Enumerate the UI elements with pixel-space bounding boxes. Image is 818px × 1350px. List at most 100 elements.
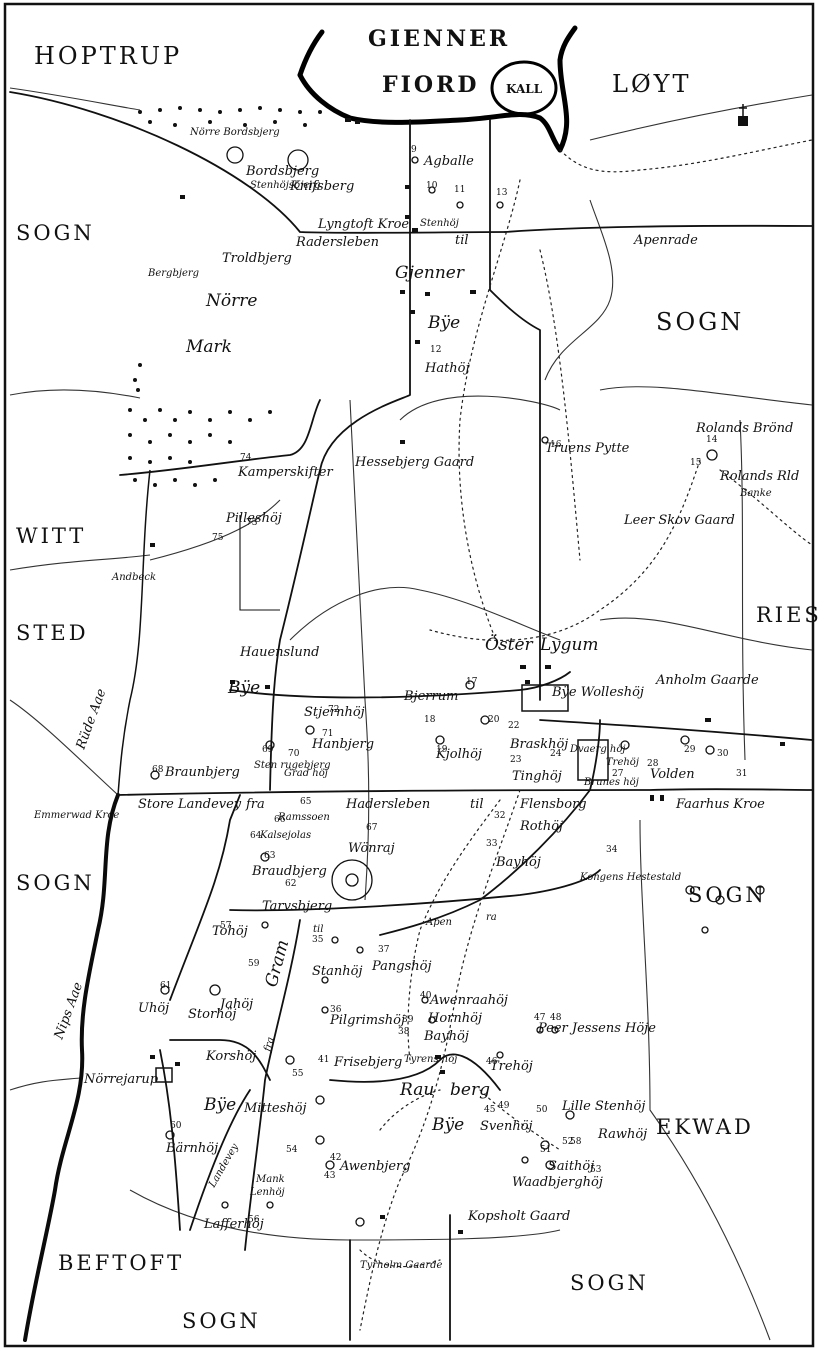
parish-sogn-6: SOGN [182,1309,261,1333]
path-dotted-2 [458,179,521,651]
monument-number: 60 [170,1121,182,1131]
monument-number: 59 [248,959,260,969]
monument-number: 63 [264,851,276,861]
monument-number: 24 [550,749,562,759]
fjord-coastline-west [297,29,325,78]
label-hadersleben: Hadersleben [345,797,430,812]
label-kalsejolas: Kalsejolas [259,830,311,841]
label-kongens-hestestald: Kongens Hestestald [579,872,681,883]
label-rolands-brond: Rolands Brönd [695,421,793,436]
monument-number: 23 [510,755,522,765]
monument-number: 61 [160,981,171,991]
label-pilleshoj: Pilleshöj [225,511,282,526]
label-flensborg: Flensborg [519,797,587,812]
label-tyrens-hoj: Tyrens höj [404,1054,457,1065]
label-bergbjerg: Bergbjerg [147,268,199,279]
parish-sogn-4: SOGN [688,883,767,907]
monument-number: 16 [550,440,562,450]
boundary-inner-4 [289,586,561,641]
label-volden: Volden [650,767,695,782]
label-radersleben: Radersleben [295,235,379,250]
label-berg: berg [450,1080,490,1100]
monument-number: 34 [606,845,618,855]
path-dotted-5 [719,469,813,546]
label-hauensslund: Hauenslund [239,645,319,660]
label-bayhoj: Bayhöj [495,855,541,870]
monument-number: 46 [486,1057,498,1067]
label-rawhoj: Rawhöj [597,1127,647,1142]
label-bye-4: Bÿe [203,1095,236,1115]
label-tohoj: Tohöj [212,924,248,939]
road-apen-west [169,794,241,1001]
parish-sogn-2: SOGN [656,308,744,336]
monument-number: 53 [590,1165,602,1175]
rude-aae-river [117,469,151,796]
monument-number: 65 [300,797,312,807]
label-pilgrimshoj: Pilgrimshöj [329,1013,405,1028]
road-east-north [489,119,541,701]
label-gienner: GIENNER [368,26,510,52]
label-kamperskifter: Kamperskifter [237,465,333,480]
label-hornhoj: Hornhöj [427,1011,482,1026]
parish-sted: STED [16,621,89,645]
monument-numbers: 9 10 11 13 12 14 15 16 17 18 19 20 22 23… [152,145,747,1225]
label-peer-jessens-hoje: Peer Jessens Höje [537,1021,656,1036]
label-stenhojbjerg: Stenhöjsbjerg [250,180,321,191]
road-landevey-south [189,1089,251,1231]
parish-witt: WITT [16,524,86,548]
label-andbeck: Andbeck [111,572,156,583]
label-jahoj: Jahöj [217,997,253,1012]
monument-number: 42 [330,1153,341,1163]
label-bjerrum: Bjerrum [403,689,458,704]
label-fra: fra [245,797,265,812]
label-lyngtoft-kroe: Lyngtoft Kroe [317,217,409,232]
label-tyrholm-gaarde: Tyrholm Gaarde [360,1260,443,1271]
parish-hoptrup: HOPTRUP [34,42,182,70]
monument-number: 15 [690,458,702,468]
fjord-coastline [297,72,563,153]
forest-markers [128,106,322,487]
boundary-north-west [9,87,141,111]
label-til-2: til [470,797,484,812]
monument-number: 50 [536,1105,548,1115]
monument-number: 52 [562,1137,573,1147]
label-apen: Apen [425,917,452,928]
monument-number: 51 [540,1145,551,1155]
label-norrejarup: Nörrejarup [83,1072,159,1087]
label-banke: Banke [739,488,772,499]
label-til-3: til [313,924,323,935]
label-stjernhoj: Stjernhöj [304,705,365,720]
label-waadbjerghoj: Waadbjerghöj [512,1175,603,1190]
parish-beftoft: BEFTOFT [58,1251,184,1275]
monument-number: 41 [318,1055,329,1065]
label-norre-bordsbjerg: Nörre Bordsbjerg [189,127,280,138]
label-mark: Mark [185,337,232,357]
monument-number: 49 [498,1101,510,1111]
label-trehoj: Trehöj [606,757,639,768]
label-uhoj: Uhöj [138,1001,169,1016]
boundary-inner-2 [544,199,614,381]
monument-number: 20 [488,715,500,725]
boundary-north-east [589,94,813,141]
monument-number: 13 [496,188,508,198]
parish-sogn-1: SOGN [16,221,95,245]
label-gjenner: Gjenner [395,263,465,283]
monument-number: 32 [494,811,505,821]
path-dotted-7 [407,799,501,1061]
parish-ries: RIES [756,603,818,627]
label-korshoj: Korshöj [205,1049,256,1064]
parish-loyt: LØYT [612,70,691,98]
road-lygum-east [539,719,813,741]
road-store-landevey [117,788,813,796]
label-bye-wolleshoj: Bÿe Wolleshöj [551,685,644,700]
label-emmerwad-kroe: Emmerwad Kroe [33,810,119,821]
road-north-main [9,91,506,234]
monument-number: 70 [288,749,300,759]
parish-sogn-5: SOGN [570,1271,649,1295]
label-oster: Öster [485,634,534,655]
path-dotted-3 [539,249,581,561]
monument-number: 22 [508,721,519,731]
kalo-island [490,60,558,116]
label-storhoj: Storhöj [188,1007,236,1022]
